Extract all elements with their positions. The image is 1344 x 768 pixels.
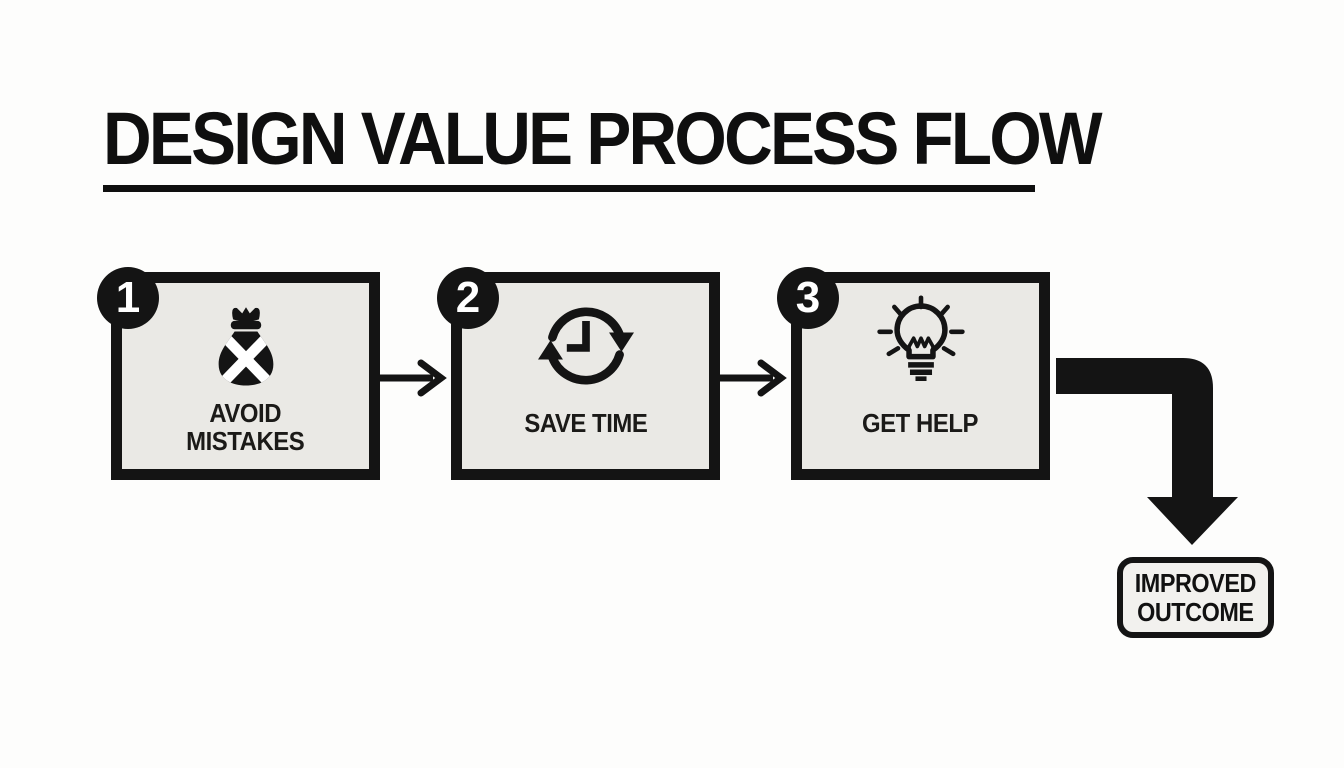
step-2-label: SAVE TIME <box>524 409 647 437</box>
outcome-label: IMPROVED OUTCOME <box>1134 567 1257 627</box>
step-box-avoid-mistakes: 1 AVOID MISTAKES <box>97 267 380 480</box>
step-1-number-badge: 1 <box>97 267 159 329</box>
outcome-label-line2: OUTCOME <box>1137 596 1254 627</box>
step-1-icon-wrap <box>208 295 284 397</box>
right-arrow-icon <box>378 359 447 397</box>
clock-history-icon <box>537 307 634 385</box>
page-title-text: DESIGN VALUE PROCESS FLOW <box>103 97 1103 180</box>
step-3-label-line1: GET HELP <box>862 408 979 438</box>
step-3-number-badge: 3 <box>777 267 839 329</box>
step-3-label: GET HELP <box>863 409 979 437</box>
step-box-get-help: 3 GET HELP <box>777 267 1050 480</box>
step-2-icon-wrap <box>537 295 634 397</box>
step-1-label-line1: AVOID <box>209 398 282 428</box>
step-2-label-line1: SAVE TIME <box>523 408 647 438</box>
step-box-save-time: 2 SAVE TIME <box>437 267 720 480</box>
step-1-label-line2: MISTAKES <box>186 426 305 456</box>
step-1-label: AVOID MISTAKES <box>186 398 305 456</box>
outcome-box: IMPROVED OUTCOME <box>1117 557 1274 638</box>
money-bag-crossed-icon <box>218 307 273 386</box>
page-title: DESIGN VALUE PROCESS FLOW <box>103 102 1198 176</box>
right-arrow-icon <box>718 359 787 397</box>
bent-down-arrow-icon <box>1056 358 1238 545</box>
outcome-label-line1: IMPROVED <box>1134 567 1257 598</box>
step-3-icon-wrap <box>875 294 967 397</box>
title-underline <box>103 185 1035 192</box>
step-2-number-badge: 2 <box>437 267 499 329</box>
lightbulb-icon <box>876 294 965 381</box>
